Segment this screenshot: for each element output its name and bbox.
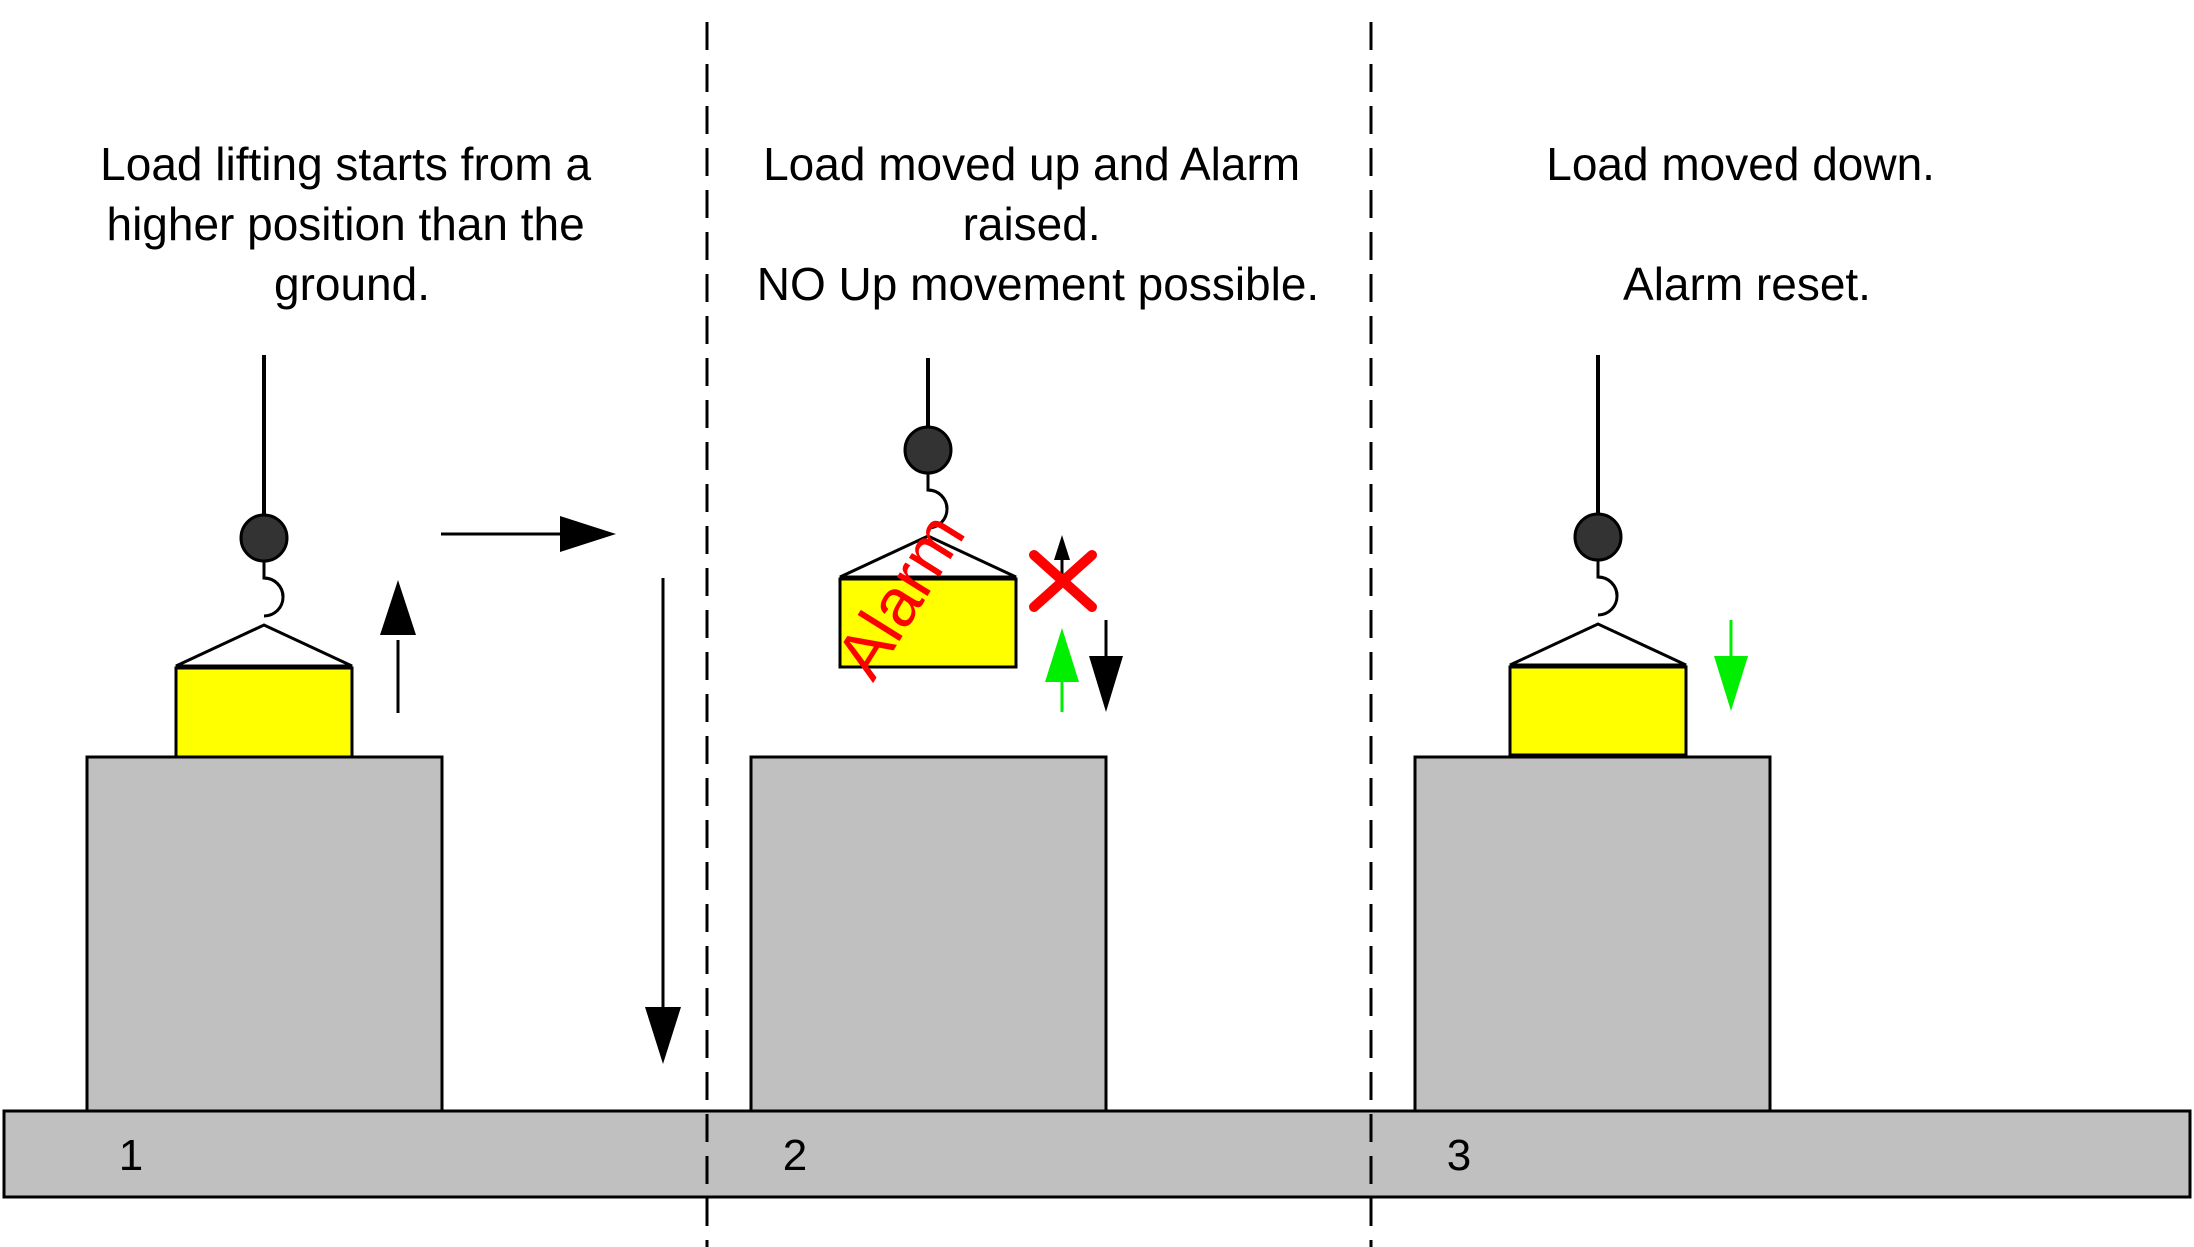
panel-1-caption-line-2: higher position than the: [106, 198, 584, 250]
crane-hook-icon: [903, 358, 953, 530]
panel-2-caption-line-2: raised.: [963, 198, 1101, 250]
crane-hook-icon: [1573, 355, 1623, 617]
panel-2-caption-line-1: Load moved up and Alarm: [763, 138, 1300, 190]
panel-3-caption: Load moved down. Alarm reset.: [1546, 138, 1948, 310]
ground-bar: [2, 1109, 2192, 1199]
panel-3-number: 3: [1447, 1131, 1471, 1180]
blocked-cross-icon: [1029, 550, 1097, 612]
panel-1-load: [174, 666, 354, 759]
panel-2-number: 2: [783, 1131, 807, 1180]
panel-3-load: [1508, 665, 1688, 757]
panel-1-caption: Load lifting starts from a higher positi…: [100, 138, 604, 310]
panel-1-number: 1: [119, 1131, 143, 1180]
panel-3: Load moved down. Alarm reset. 3: [1413, 138, 1948, 1180]
panel-2: Load moved up and Alarm raised. NO Up mo…: [749, 138, 1319, 1180]
crane-hook-icon: [239, 355, 289, 618]
panel-3-caption-line-1: Load moved down.: [1546, 138, 1935, 190]
panel-1-pedestal: [85, 755, 444, 1113]
panel-2-load: [838, 577, 1018, 669]
down-arrow-icon: [1714, 620, 1748, 711]
panel-2-pedestal: [749, 755, 1108, 1113]
panel-2-caption-line-3: NO Up movement possible.: [757, 258, 1319, 310]
panel-2-caption: Load moved up and Alarm raised. NO Up mo…: [757, 138, 1319, 310]
down-arrow-icon: [645, 578, 681, 1064]
panel-3-pedestal: [1413, 755, 1772, 1113]
panel-3-sling: [1509, 622, 1687, 667]
up-arrow-icon: [380, 580, 416, 713]
panel-1-sling: [175, 623, 353, 668]
panel-3-caption-line-3: Alarm reset.: [1623, 258, 1871, 310]
panel-1-caption-line-1: Load lifting starts from a: [100, 138, 591, 190]
up-arrow-icon: [1045, 628, 1079, 712]
panel-1-caption-line-3: ground.: [274, 258, 430, 310]
down-arrow-icon: [1089, 620, 1123, 712]
panel-1: Load lifting starts from a higher positi…: [85, 138, 681, 1180]
panel-2-sling: [839, 534, 1017, 579]
right-arrow-icon: [441, 516, 616, 552]
